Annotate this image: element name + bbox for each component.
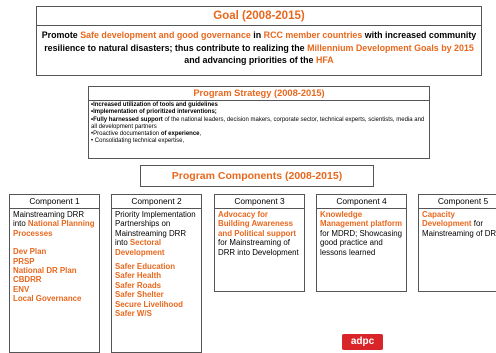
list-item: CBDRR: [13, 275, 42, 285]
program-strategy-box: Program Strategy (2008-2015) •Increased …: [88, 86, 430, 159]
goal-box: Goal (2008-2015) Promote Safe developmen…: [36, 6, 482, 76]
component-2-list: Safer Education Safer Health Safer Roads…: [115, 262, 198, 318]
component-3-body: Advocacy for Building Awareness and Poli…: [218, 210, 299, 257]
strategy-item: •Implementation of prioritized intervent…: [91, 109, 217, 116]
component-2-box: Component 2 Priority Implementation Part…: [111, 194, 202, 353]
component-4-title: Component 4: [317, 195, 406, 209]
component-1-list: Dev Plan PRSP National DR Plan CBDRR ENV…: [13, 247, 96, 303]
list-item: Dev Plan: [13, 247, 47, 257]
component-1-box: Component 1 Mainstreaming DRR into Natio…: [9, 194, 100, 353]
component-3-title: Component 3: [215, 195, 304, 209]
program-components-header: Program Components (2008-2015): [140, 165, 374, 187]
list-item: Safer Roads: [115, 280, 162, 290]
adpc-logo: adpc: [342, 334, 383, 350]
component-5-box: Component 5 Capacity Development for Mai…: [418, 194, 496, 292]
component-5-title: Component 5: [419, 195, 496, 209]
component-4-body: Knowledge Management platform for MDRD; …: [320, 210, 403, 257]
list-item: Secure Livelihood: [115, 299, 183, 309]
list-item: Safer W/S: [115, 309, 152, 319]
goal-title-text: Goal: [213, 10, 239, 22]
strategy-title: Program Strategy (2008-2015): [89, 87, 429, 101]
list-item: National DR Plan: [13, 266, 77, 276]
component-2-title: Component 2: [112, 195, 201, 209]
component-1-body: Mainstreaming DRR into National Planning…: [13, 210, 96, 304]
component-2-body: Priority Implementation Partnerships on …: [112, 209, 201, 318]
goal-statement: Promote Safe development and good govern…: [41, 30, 477, 65]
component-4-box: Component 4 Knowledge Management platfor…: [316, 194, 407, 292]
strategy-item: •Proactive documentation of experience,: [91, 131, 202, 138]
list-item: Local Governance: [13, 294, 82, 304]
goal-title: Goal (2008-2015): [37, 7, 481, 26]
component-3-box: Component 3 Advocacy for Building Awaren…: [214, 194, 305, 292]
list-item: ENV: [13, 284, 30, 294]
strategy-item: •Fully harnessed support of the national…: [91, 116, 425, 130]
list-item: PRSP: [13, 256, 35, 266]
list-item: Safer Health: [115, 271, 162, 281]
strategy-list: •Increased utilization of tools and guid…: [89, 101, 429, 146]
list-item: Safer Shelter: [115, 290, 164, 300]
strategy-item: • Consolidating technical expertise,: [91, 138, 185, 145]
list-item: Safer Education: [115, 262, 176, 272]
goal-title-years: (2008-2015): [242, 10, 305, 22]
component-1-title: Component 1: [10, 195, 99, 209]
component-5-body: Capacity Development for Mainstreaming o…: [422, 210, 496, 238]
strategy-item: •Increased utilization of tools and guid…: [91, 102, 218, 108]
